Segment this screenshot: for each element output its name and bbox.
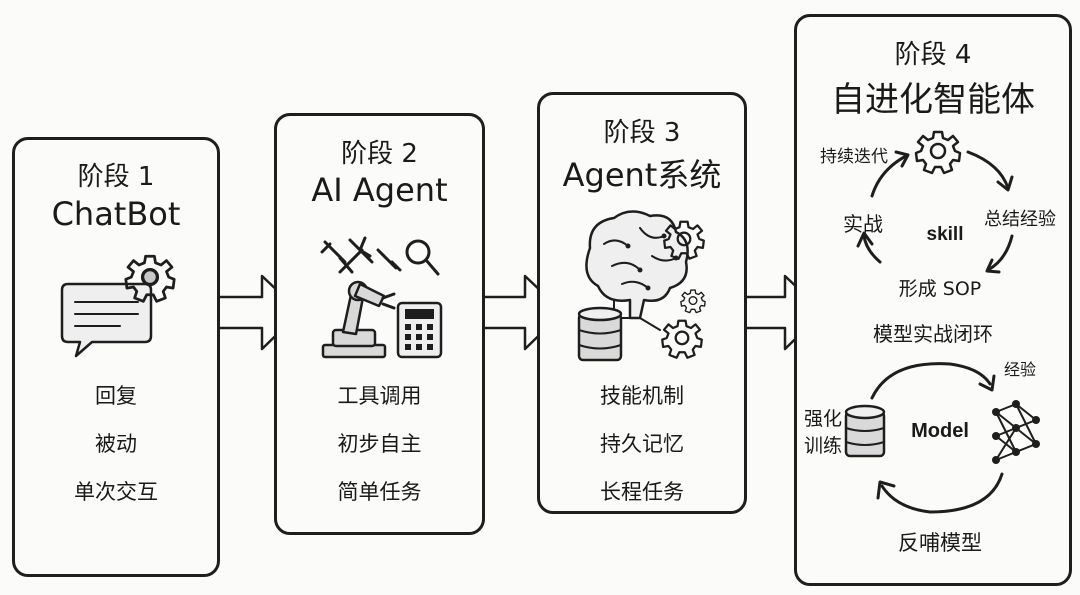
cycle-step-sop: 形成 SOP <box>898 278 982 300</box>
stage-2-title: AI Agent <box>311 171 448 209</box>
skill-cycle-diagram <box>856 130 1014 274</box>
cycle-step-iterate: 持续迭代 <box>820 147 888 167</box>
model-loop-training: 强化 <box>803 408 842 430</box>
stage-3-feature: 技能机制 <box>600 384 684 408</box>
loop-arrow <box>880 472 1004 514</box>
cycle-arrow <box>986 234 1014 272</box>
model-loop-feedback: 反哺模型 <box>898 531 982 555</box>
model-loop-experience: 经验 <box>1003 360 1036 379</box>
stage-4-title: 自进化智能体 <box>831 80 1035 120</box>
database-icon <box>844 404 886 458</box>
stage-3-feature: 长程任务 <box>600 480 684 504</box>
stage-2-card <box>274 113 485 535</box>
model-loop-title: 模型实战闭环 <box>873 322 993 346</box>
stage-1-feature: 被动 <box>95 432 137 456</box>
cycle-gear-icon <box>914 130 962 175</box>
stage-2-feature: 简单任务 <box>337 480 422 504</box>
stage-1-label: 阶段 1 <box>77 162 155 192</box>
stage-4-card <box>794 14 1072 586</box>
cycle-step-summarize: 总结经验 <box>984 209 1056 230</box>
stage-3-label: 阶段 3 <box>603 118 681 148</box>
stage-1-title: ChatBot <box>51 195 181 233</box>
cycle-arrow <box>966 150 1010 190</box>
loop-arrow <box>870 362 992 400</box>
brain-database-gears-icon <box>577 210 706 362</box>
stage-2-feature: 初步自主 <box>337 432 422 456</box>
stage-2-feature: 工具调用 <box>337 384 422 408</box>
stage-3-feature: 持久记忆 <box>600 432 684 456</box>
stage-4-label: 阶段 4 <box>894 40 972 70</box>
robot-arm-tools-icon <box>320 236 443 359</box>
model-center-label: Model <box>911 420 969 442</box>
stage-3-title: Agent系统 <box>562 156 722 194</box>
stage-2-label: 阶段 2 <box>341 139 418 169</box>
stage-1-card <box>12 137 220 577</box>
chat-bubble-gear-icon <box>60 254 176 358</box>
model-loop-training: 训练 <box>803 435 842 457</box>
skill-center-label: skill <box>926 224 964 245</box>
stage-1-feature: 回复 <box>95 384 137 408</box>
neural-network-icon <box>992 400 1040 464</box>
cycle-arrow <box>870 154 908 198</box>
cycle-arrow <box>862 234 882 264</box>
model-loop-diagram <box>844 362 1040 514</box>
stage-1-feature: 单次交互 <box>74 480 158 504</box>
